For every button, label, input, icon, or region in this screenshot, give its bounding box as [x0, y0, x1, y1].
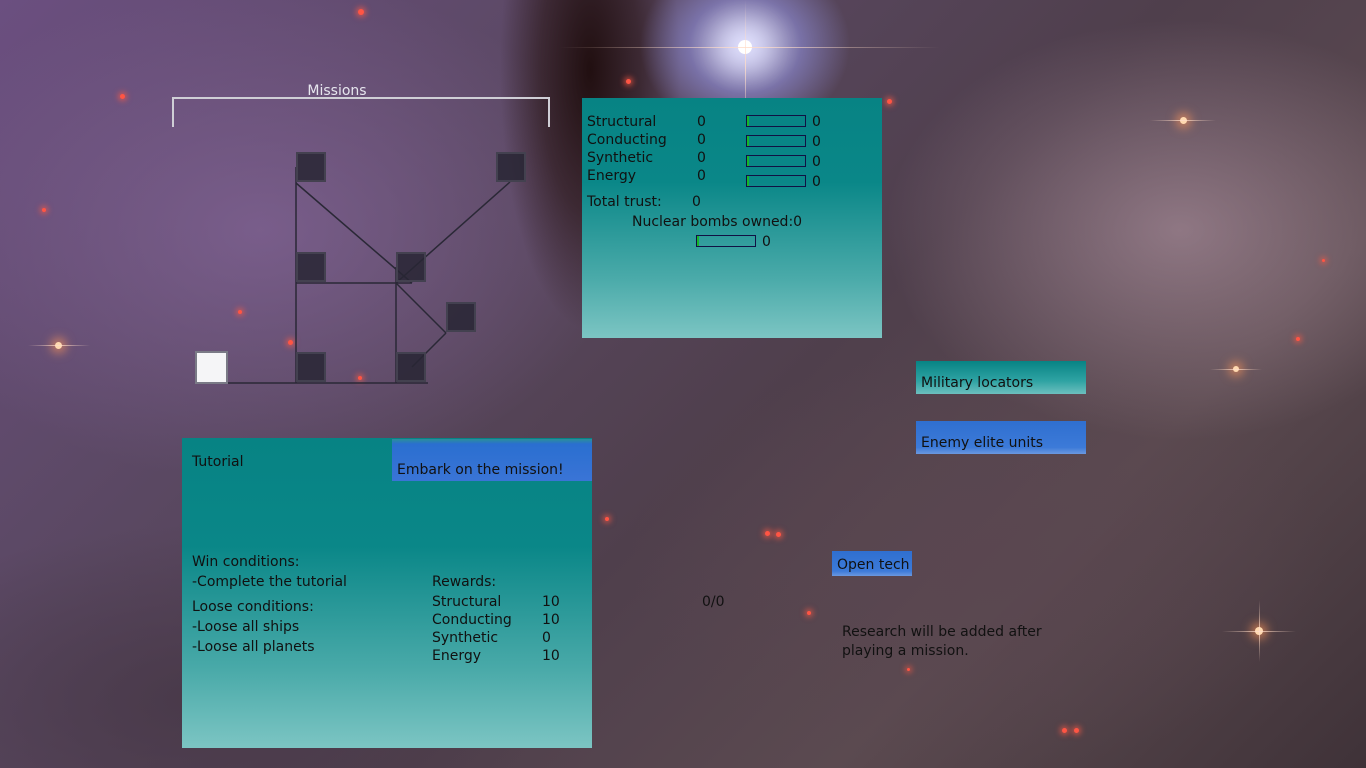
mission-node-tutorial[interactable]	[195, 351, 228, 384]
resource-progress-energy: 0	[812, 174, 821, 190]
orange-star	[1233, 366, 1239, 372]
red-star	[776, 532, 781, 537]
loose-condition-item: -Loose all planets	[192, 639, 315, 655]
resource-bar-conducting	[746, 135, 806, 147]
star-flare	[28, 345, 90, 346]
resource-label-energy: Energy	[587, 168, 637, 184]
resource-progress-structural: 0	[812, 114, 821, 130]
star-flare	[1259, 600, 1260, 662]
resource-value-energy: 0	[697, 168, 706, 184]
win-conditions-title: Win conditions:	[192, 554, 300, 570]
resource-bar-synthetic	[746, 155, 806, 167]
red-star	[238, 310, 242, 314]
nuclear-bombs-label: Nuclear bombs owned:0	[632, 214, 803, 230]
total-trust-value: 0	[692, 194, 701, 210]
resource-label-structural: Structural	[587, 114, 657, 130]
missions-bracket	[172, 97, 550, 127]
star-flare	[1210, 369, 1262, 370]
resource-value-synthetic: 0	[697, 150, 706, 166]
rewards-title: Rewards:	[432, 574, 497, 590]
mission-node[interactable]	[396, 352, 426, 382]
mission-title: Tutorial	[192, 454, 244, 470]
resource-value-conducting: 0	[697, 132, 706, 148]
resource-bar-structural	[746, 115, 806, 127]
reward-label-synthetic: Synthetic	[432, 630, 499, 646]
reward-label-conducting: Conducting	[432, 612, 512, 628]
resource-label-conducting: Conducting	[587, 132, 667, 148]
star-flare	[1150, 120, 1216, 121]
embark-mission-button[interactable]: Embark on the mission!	[392, 439, 592, 481]
red-star	[358, 9, 364, 15]
win-condition-item: -Complete the tutorial	[192, 574, 347, 590]
red-star	[907, 668, 910, 671]
mission-node[interactable]	[296, 152, 326, 182]
mission-node[interactable]	[396, 252, 426, 282]
orange-star	[55, 342, 62, 349]
mission-node[interactable]	[446, 302, 476, 332]
star-flare	[560, 47, 940, 48]
loose-conditions-title: Loose conditions:	[192, 599, 314, 615]
resource-value-structural: 0	[697, 114, 706, 130]
red-star	[807, 611, 811, 615]
mission-node[interactable]	[296, 352, 326, 382]
mission-node[interactable]	[296, 252, 326, 282]
total-trust-label: Total trust:	[587, 194, 662, 210]
bright-star	[738, 40, 752, 54]
reward-value-structural: 10	[542, 594, 560, 610]
red-star	[42, 208, 46, 212]
resource-progress-conducting: 0	[812, 134, 821, 150]
star-flare	[1222, 631, 1296, 632]
reward-label-structural: Structural	[432, 594, 502, 610]
red-star	[1074, 728, 1079, 733]
open-tech-button[interactable]: Open tech	[832, 551, 912, 576]
red-star	[765, 531, 770, 536]
nuclear-progress: 0	[762, 234, 771, 250]
tech-counter: 0/0	[702, 594, 725, 610]
mission-detail-panel: Tutorial Win conditions: -Complete the t…	[182, 438, 592, 748]
red-star	[887, 99, 892, 104]
red-star	[120, 94, 125, 99]
resource-progress-synthetic: 0	[812, 154, 821, 170]
red-star	[358, 376, 362, 380]
red-star	[605, 517, 609, 521]
missions-title: Missions	[307, 83, 367, 99]
reward-value-synthetic: 0	[542, 630, 551, 646]
red-star	[1062, 728, 1067, 733]
military-locators-button[interactable]: Military locators	[916, 361, 1086, 394]
nuclear-bar	[696, 235, 756, 247]
red-star	[626, 79, 631, 84]
red-star	[1322, 259, 1325, 262]
orange-star	[1255, 627, 1263, 635]
mission-node[interactable]	[496, 152, 526, 182]
resource-bar-energy	[746, 175, 806, 187]
reward-label-energy: Energy	[432, 648, 482, 664]
red-star	[288, 340, 293, 345]
research-note-line1: Research will be added after	[842, 624, 1042, 640]
reward-value-conducting: 10	[542, 612, 560, 628]
orange-star	[1180, 117, 1187, 124]
resource-label-synthetic: Synthetic	[587, 150, 654, 166]
enemy-elite-units-button[interactable]: Enemy elite units	[916, 421, 1086, 454]
reward-value-energy: 10	[542, 648, 560, 664]
red-star	[1296, 337, 1300, 341]
loose-condition-item: -Loose all ships	[192, 619, 300, 635]
research-note-line2: playing a mission.	[842, 643, 969, 659]
resources-panel: Structural 0 0 Conducting 0 0 Synthetic …	[582, 98, 882, 338]
